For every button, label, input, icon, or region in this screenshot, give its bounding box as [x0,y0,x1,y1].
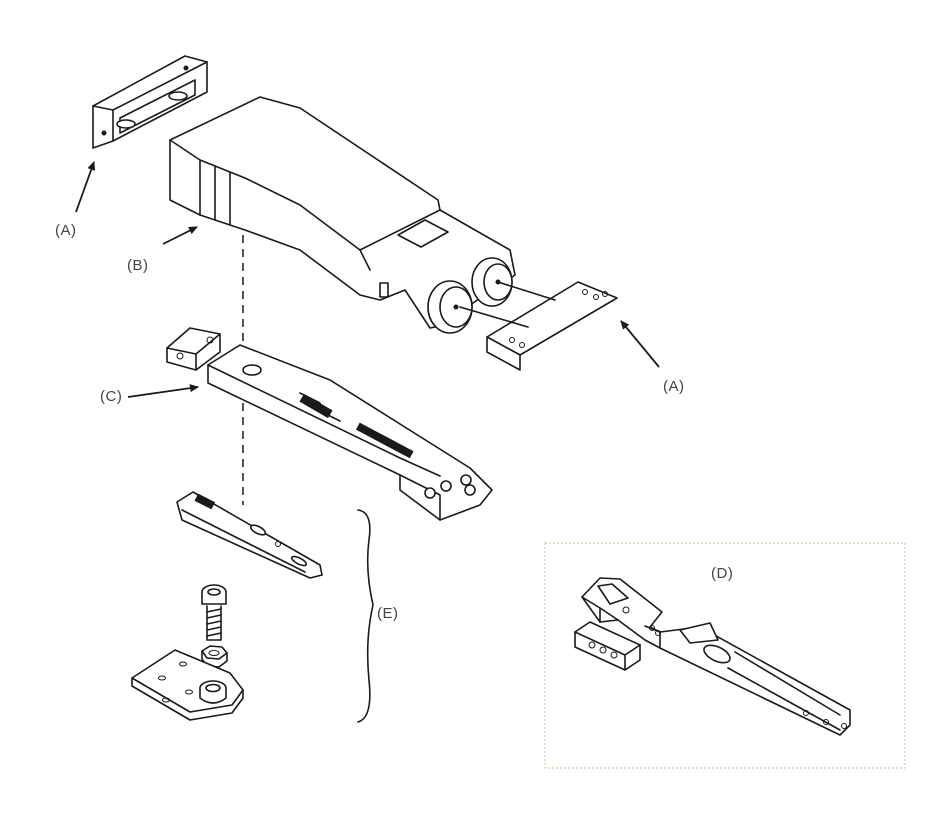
nut [201,645,228,668]
label-b: (B) [127,257,149,274]
arrow-a-top [75,161,96,213]
arrow-a-right [620,320,660,368]
label-c: (C) [100,388,123,405]
end-cap-bracket-top [92,55,208,149]
label-a-right: (A) [663,378,685,395]
alternative-slide-arm [574,577,851,736]
label-e: (E) [377,605,399,622]
door-closer-body [169,96,516,334]
slide-arm-assembly [166,327,493,521]
label-d: (D) [711,565,734,582]
arrow-b [162,226,198,245]
pivot-base-plate [131,649,244,721]
pivot-arm-plate [176,491,323,579]
label-a-top: (A) [55,222,77,239]
bolt [201,584,227,641]
end-cap-bracket-right [459,281,618,371]
brace-e [357,509,374,723]
inset-box-d [544,542,906,769]
arrow-c [127,384,199,398]
